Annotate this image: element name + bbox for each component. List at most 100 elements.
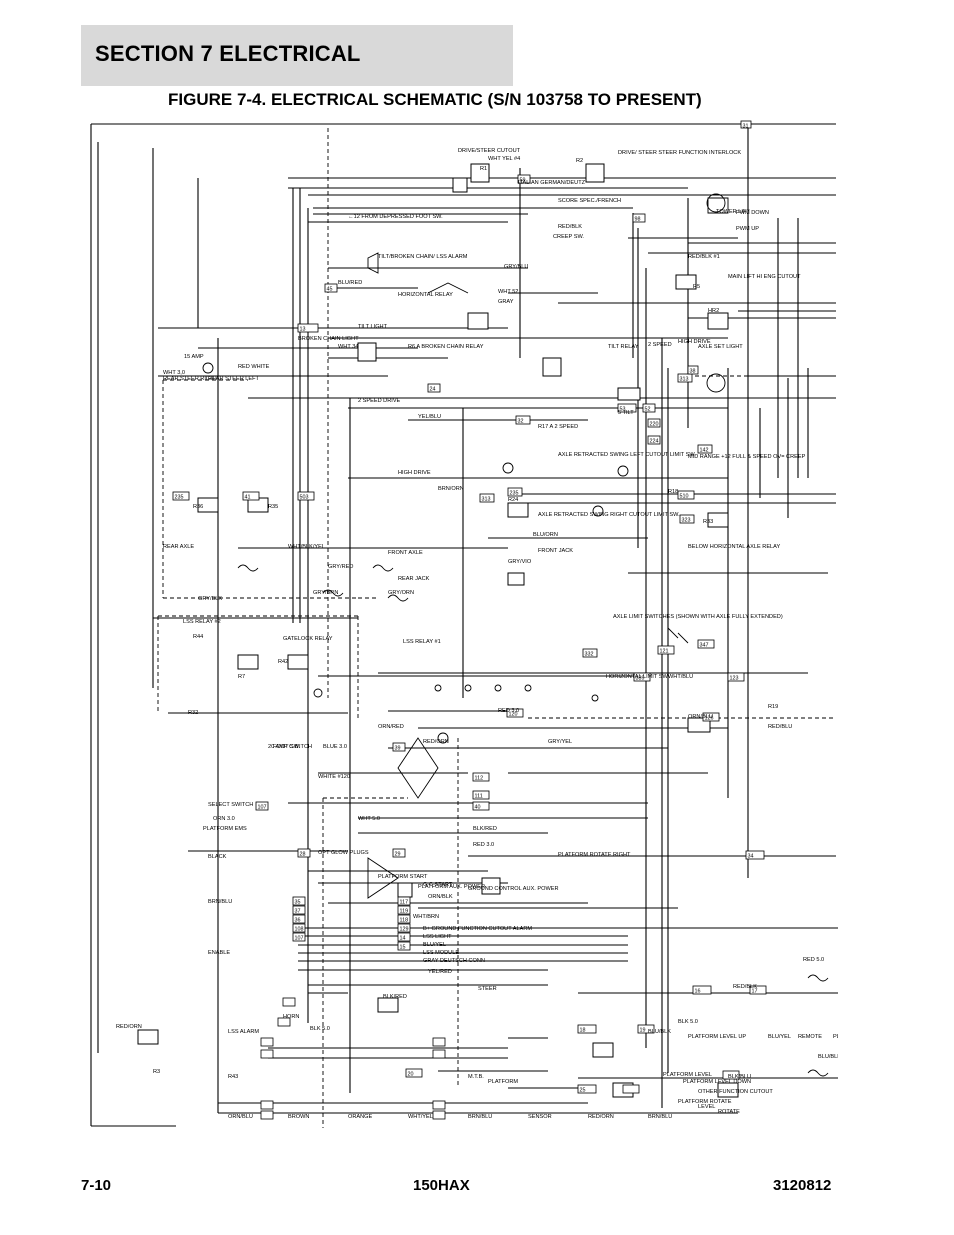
schematic-label: BELOW HORIZONTAL AXLE RELAY	[688, 544, 780, 550]
schematic-label: PWM UP	[736, 226, 759, 232]
wire-number-tag: 37	[295, 908, 301, 914]
wire-number-tag: 332	[585, 651, 594, 657]
schematic-label: PLATFORM	[488, 1079, 518, 1085]
wire-number-tag: 235	[175, 494, 184, 500]
wire-number-tag: 120	[509, 711, 518, 717]
schematic-label: R19	[768, 704, 778, 710]
wire-number-tag: 235	[510, 490, 519, 496]
wire-number-tag: 220	[650, 421, 659, 427]
wire-number-tag: 121	[660, 648, 669, 654]
schematic-label: REAR STEER LEFT	[208, 376, 260, 382]
schematic-label: LSS RELAY #1	[403, 639, 441, 645]
schematic-label: ORN/BLU	[688, 714, 713, 720]
wire-number-tag: 19	[640, 1027, 646, 1033]
schematic-label: HORIZONTAL LIMIT SW.	[606, 674, 669, 680]
schematic-label: BLU/YEL	[423, 942, 446, 948]
schematic-label: B+ GROUND FUNCTION CUTOUT ALARM	[423, 926, 532, 932]
schematic-label: GROUND CONTROL AUX. POWER	[468, 886, 559, 892]
schematic-label: PLATFORM ROTATE LEFT	[833, 1034, 838, 1040]
schematic-label: MID RANGE +12 FULL & SPEED OV= CREEP	[688, 454, 806, 460]
schematic-label: WHT 3,0	[163, 370, 185, 376]
schematic-label: ←12 FROM DEPRESSED FOOT SW.	[348, 214, 443, 220]
wire-number-tag: 18	[580, 1027, 586, 1033]
schematic-label: BRN/BLU	[468, 1114, 492, 1120]
schematic-label: PLATFORM LEVEL DOWN	[683, 1079, 751, 1085]
wire-number-tag: 38	[690, 368, 696, 374]
schematic-label: R36	[193, 504, 203, 510]
schematic-label: R32	[188, 710, 198, 716]
schematic-label: R1	[480, 166, 487, 172]
schematic-label: PLATFORM EMS	[203, 826, 247, 832]
schematic-label: WHT/BRN	[413, 914, 439, 920]
schematic-label: GRY/BRN	[313, 590, 338, 596]
wire-number-tag: 45	[327, 286, 333, 292]
schematic-label: TOWER LIFT	[716, 209, 750, 215]
section-title: SECTION 7 ELECTRICAL	[95, 41, 361, 66]
schematic-label: GRAY DEUTSCH CONN	[423, 958, 485, 964]
schematic-label: BLK/BLU	[728, 1074, 751, 1080]
schematic-label: BLK/RED	[383, 994, 407, 1000]
schematic-label: BLU/BLK	[648, 1029, 671, 1035]
schematic-label: FRONT JACK	[538, 548, 573, 554]
wire-number-tag: 40	[475, 804, 481, 810]
wire-number-tag: 24	[430, 386, 436, 392]
schematic-label: 20 AMP C.B.	[268, 744, 300, 750]
schematic-label: GRY/BLU	[504, 264, 528, 270]
wire-number-tag: 14	[400, 935, 406, 941]
schematic-label: PLATFORM LEVEL	[663, 1072, 712, 1078]
schematic-label: ITALIAN GERMAN/DEUTZ	[518, 180, 586, 186]
schematic-label: GRAY	[498, 299, 514, 305]
schematic-label: M.T.B.	[468, 1074, 484, 1080]
schematic-label: BLK 5.0	[310, 1026, 330, 1032]
schematic-label: MAIN LIFT HI ENG CUTOUT	[728, 274, 801, 280]
schematic-label: RED 3.0	[473, 842, 494, 848]
wire-number-tag: 20	[408, 1071, 414, 1077]
wire-number-tag: 107	[295, 935, 304, 941]
schematic-label: STEER	[478, 986, 497, 992]
wire-number-tag: 126	[705, 715, 714, 721]
wire-number-tag: 112	[475, 775, 484, 781]
schematic-label: BLK 5.0	[678, 1019, 698, 1025]
schematic-label: ROTATE	[718, 1109, 740, 1115]
schematic-label: HIGH DRIVE	[678, 339, 711, 345]
schematic-label: BRN/ORN	[438, 486, 464, 492]
schematic-label: ORN 3.0	[213, 816, 235, 822]
schematic-label: WHT 52	[498, 289, 518, 295]
wire-number-tag: 224	[650, 438, 659, 444]
schematic-label: ENABLE	[208, 950, 230, 956]
schematic-label: R44	[193, 634, 203, 640]
schematic-label: R6 A BROKEN CHAIN RELAY	[408, 344, 484, 350]
wire-number-tag: 503	[300, 494, 309, 500]
schematic-label: R18	[668, 489, 678, 495]
schematic-label: R7	[238, 674, 245, 680]
schematic-label: SELECT SWITCH	[208, 802, 253, 808]
schematic-label: RED/ORN	[423, 739, 449, 745]
wire-number-tag: 52	[645, 406, 651, 412]
schematic-label: RED/BLK	[733, 984, 757, 990]
schematic-label: HORIZONTAL RELAY	[398, 292, 453, 298]
schematic-label: BLK/RED	[473, 826, 497, 832]
schematic-label: BLUE 3.0	[323, 744, 347, 750]
schematic-label: RED WHITE	[238, 364, 270, 370]
schematic-label: PLATFORM LEVEL UP	[688, 1034, 746, 1040]
schematic-label: REAR STEER RIGHT	[163, 376, 218, 382]
wire-number-tag: 323	[682, 517, 691, 523]
schematic-label: R42	[278, 659, 288, 665]
schematic-label: SENSOR	[528, 1114, 552, 1120]
part-number: 3120812	[773, 1177, 832, 1194]
wire-number-tag: 41	[245, 494, 251, 500]
schematic-label: AXLE LIMIT SWITCHES (SHOWN WITH AXLE FUL…	[613, 614, 783, 620]
schematic-label: GRY/BLK	[198, 596, 222, 602]
schematic-label: LSS LIGHT	[423, 934, 452, 940]
wire-number-tag: 119	[400, 908, 409, 914]
schematic-label: 15 AMP	[184, 354, 204, 360]
wire-number-tag: 15	[400, 944, 406, 950]
schematic-label: WHT/BLK/YEL	[288, 544, 325, 550]
schematic-label: WHITE #120	[318, 774, 350, 780]
wire-number-tag: 32	[518, 418, 524, 424]
schematic-label: R2	[576, 158, 583, 164]
schematic-label: OPT GLOW PLUGS	[318, 850, 369, 856]
schematic-label: BRN/BLU	[648, 1114, 672, 1120]
wire-number-tag: 339	[636, 675, 645, 681]
